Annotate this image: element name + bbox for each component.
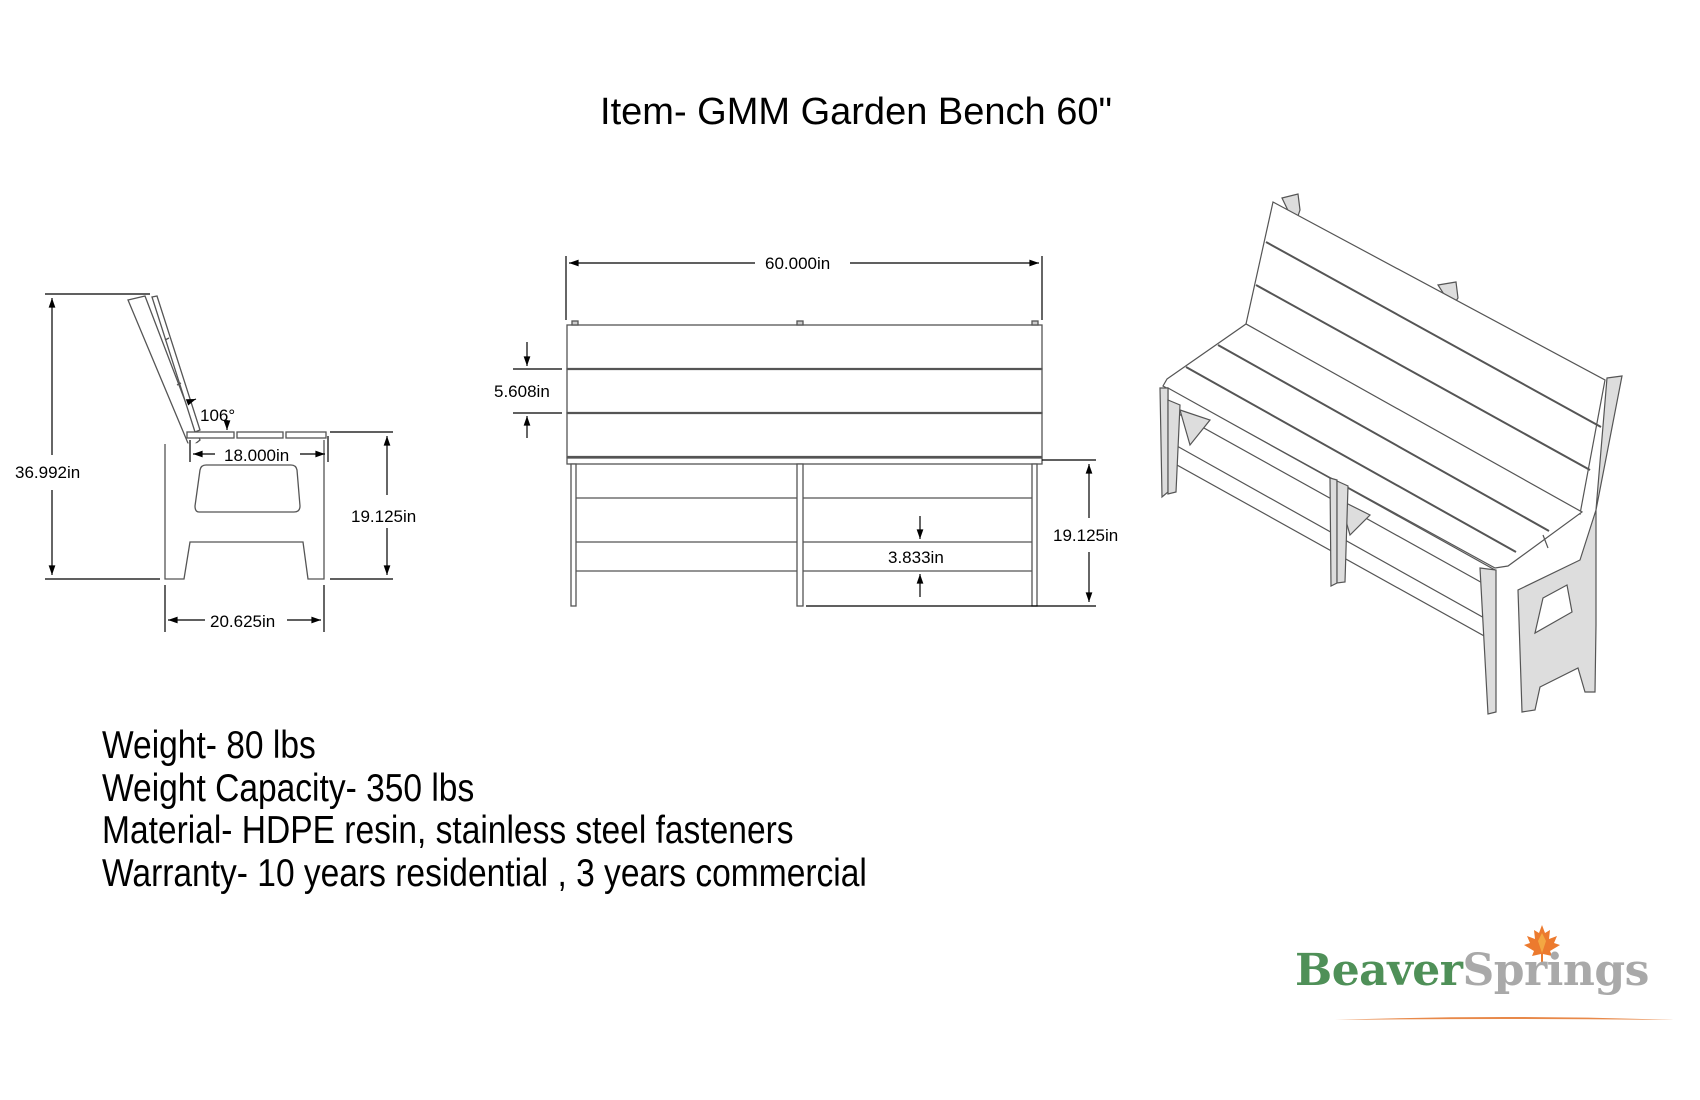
overall-depth-label: 20.625in bbox=[210, 612, 275, 631]
logo-swoosh bbox=[1335, 1017, 1675, 1020]
maple-leaf-icon bbox=[1524, 925, 1560, 962]
spec-list: Weight- 80 lbs Weight Capacity- 350 lbs … bbox=[102, 724, 991, 895]
logo-wordmark: BeaverSprings bbox=[1295, 945, 1649, 996]
side-view-labels: 36.992in 19.125in 18.000in 20.625in 106° bbox=[15, 406, 416, 631]
spec-weight-capacity: Weight Capacity- 350 lbs bbox=[102, 766, 475, 810]
back-angle-label: 106° bbox=[200, 406, 235, 425]
front-seat-height-label: 19.125in bbox=[1053, 526, 1118, 545]
isometric-view bbox=[1159, 193, 1623, 715]
side-view bbox=[127, 295, 327, 580]
front-view-dimensions bbox=[513, 256, 1096, 607]
logo-springs: Springs bbox=[1462, 945, 1649, 996]
beaver-springs-logo: BeaverSprings bbox=[1295, 925, 1685, 1025]
seat-depth-label: 18.000in bbox=[224, 446, 289, 465]
side-view-dimensions bbox=[45, 293, 393, 632]
back-slat-label: 5.608in bbox=[494, 382, 550, 401]
side-seat-height-label: 19.125in bbox=[351, 507, 416, 526]
front-view-labels: 60.000in 5.608in 3.833in 19.125in bbox=[494, 254, 1118, 567]
spec-material: Material- HDPE resin, stainless steel fa… bbox=[102, 809, 794, 852]
logo-beaver: Beaver bbox=[1295, 945, 1463, 996]
lower-slat-label: 3.833in bbox=[888, 548, 944, 567]
spec-weight: Weight- 80 lbs bbox=[102, 724, 316, 767]
page-title: Item- GMM Garden Bench 60" bbox=[600, 91, 1112, 133]
overall-width-label: 60.000in bbox=[765, 254, 830, 273]
front-view bbox=[566, 320, 1043, 607]
overall-height-label: 36.992in bbox=[15, 463, 80, 482]
spec-warranty: Warranty- 10 years residential , 3 years… bbox=[102, 851, 867, 895]
